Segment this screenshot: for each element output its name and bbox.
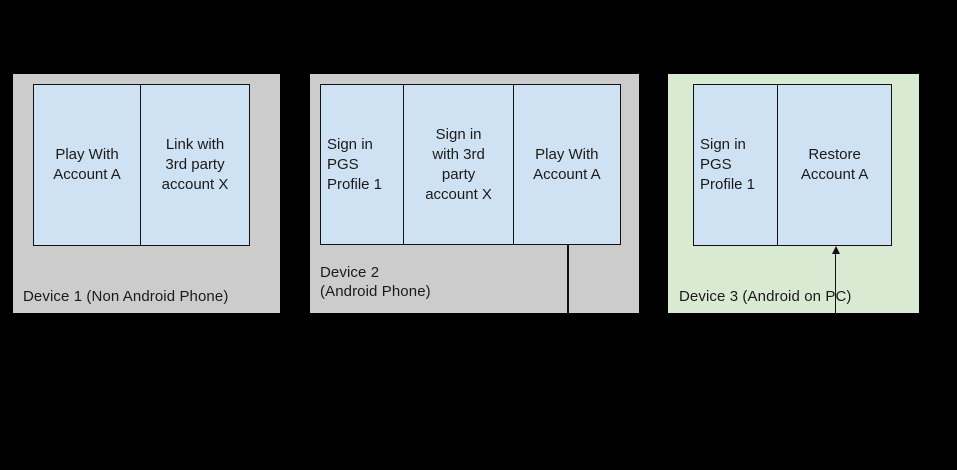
device-1-cell-0[interactable]: Play With Account A [34,85,142,245]
device-3-label: Device 3 (Android on PC) [679,288,852,305]
device-2-label: Device 2 (Android Phone) [320,264,431,300]
device-1-cell-1[interactable]: Link with 3rd party account X [141,85,249,245]
device-2-cell-1-label: Sign in with 3rd party account X [425,125,492,203]
device-2-drop-line [567,245,569,313]
device-3-cell-0[interactable]: Sign in PGS Profile 1 [694,85,779,245]
restore-arrow-line [835,253,837,313]
restore-arrow-head [831,246,840,254]
device-2-cell-2-label: Play With Account A [533,145,601,183]
device-1-label: Device 1 (Non Android Phone) [23,288,229,305]
device-1-cell-1-label: Link with 3rd party account X [161,136,229,193]
device-3-cell-0-label: Sign in PGS Profile 1 [700,136,756,193]
device-2-cells: Sign in PGS Profile 1 Sign in with 3rd p… [320,84,621,245]
device-3-cells: Sign in PGS Profile 1 Restore Account A [693,84,892,246]
device-3-cell-1[interactable]: Restore Account A [778,85,891,245]
device-3-cell-1-label: Restore Account A [800,146,869,183]
device-1-cells: Play With Account A Link with 3rd party … [33,84,250,246]
device-2-cell-2[interactable]: Play With Account A [513,85,620,244]
device-2-cell-0[interactable]: Sign in PGS Profile 1 [321,85,405,244]
device-1-cell-0-label: Play With Account A [53,146,121,183]
device-2-cell-1[interactable]: Sign in with 3rd party account X [404,85,514,244]
device-2-cell-0-label: Sign in PGS Profile 1 [327,135,383,193]
